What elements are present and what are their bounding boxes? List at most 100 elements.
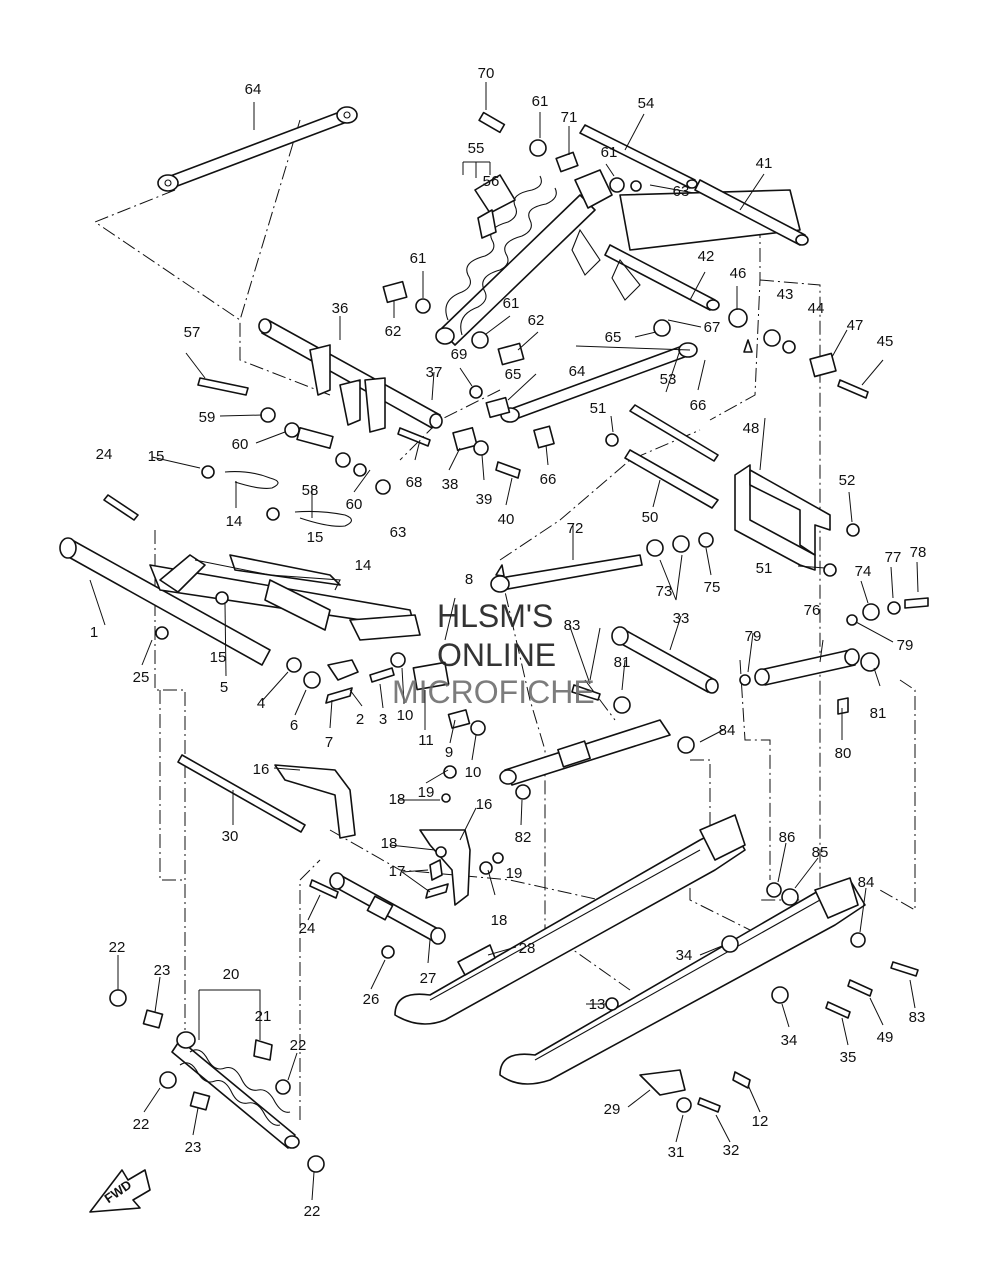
callout-63: 63 xyxy=(390,524,407,541)
callout-84: 84 xyxy=(858,874,875,891)
callout-35: 35 xyxy=(840,1049,857,1066)
callout-62: 62 xyxy=(528,312,545,329)
callout-23: 23 xyxy=(154,962,171,979)
callout-15: 15 xyxy=(148,448,165,465)
callout-42: 42 xyxy=(698,248,715,265)
callout-68: 68 xyxy=(406,474,423,491)
callout-15: 15 xyxy=(307,529,324,546)
part-20-rear-shock-absorber xyxy=(171,1031,300,1149)
part-56-spring-seat xyxy=(477,209,497,239)
callout-52: 52 xyxy=(839,472,856,489)
callout-61: 61 xyxy=(410,250,427,267)
callout-76: 76 xyxy=(804,602,821,619)
callout-65: 65 xyxy=(505,366,522,383)
forward-arrow-icon: FWD xyxy=(89,1169,151,1213)
callout-51: 51 xyxy=(756,560,773,577)
callout-79: 79 xyxy=(897,637,914,654)
arrow-head-marker xyxy=(495,564,505,577)
part-50-shaft xyxy=(624,449,719,509)
callout-66: 66 xyxy=(690,397,707,414)
callout-66: 66 xyxy=(540,471,557,488)
callout-83: 83 xyxy=(564,617,581,634)
watermark-line-3: MICROFICHE xyxy=(392,674,595,710)
callout-54: 54 xyxy=(638,95,655,112)
callout-74: 74 xyxy=(855,563,872,580)
callout-63: 63 xyxy=(673,183,690,200)
callout-49: 49 xyxy=(877,1029,894,1046)
callout-2: 2 xyxy=(356,711,364,728)
arrow-head-marker xyxy=(743,339,753,353)
callout-73: 73 xyxy=(656,583,673,600)
part-72-rod xyxy=(490,554,643,593)
callout-5: 5 xyxy=(220,679,228,696)
callout-9: 9 xyxy=(445,744,453,761)
callout-31: 31 xyxy=(668,1144,685,1161)
callout-29: 29 xyxy=(604,1101,621,1118)
callout-32: 32 xyxy=(723,1142,740,1159)
callout-60: 60 xyxy=(346,496,363,513)
callout-46: 46 xyxy=(730,265,747,282)
callout-81: 81 xyxy=(614,654,631,671)
callout-22: 22 xyxy=(133,1116,150,1133)
part-27-rear-arm xyxy=(329,872,446,945)
part-16-bracket-left xyxy=(274,764,356,839)
callout-85: 85 xyxy=(812,844,829,861)
watermark-line-1: HLSM'S xyxy=(437,598,553,634)
callout-51: 51 xyxy=(590,400,607,417)
watermark: HLSM'S ONLINE MICROFICHE xyxy=(392,598,595,710)
callout-47: 47 xyxy=(847,317,864,334)
part-33-shaft xyxy=(611,626,719,694)
callout-4: 4 xyxy=(257,695,265,712)
callout-79: 79 xyxy=(745,628,762,645)
callout-78: 78 xyxy=(910,544,927,561)
callout-44: 44 xyxy=(808,300,825,317)
callout-16: 16 xyxy=(476,796,493,813)
callout-24: 24 xyxy=(96,446,113,463)
callout-43: 43 xyxy=(777,286,794,303)
callout-34: 34 xyxy=(676,947,693,964)
callout-3: 3 xyxy=(379,711,387,728)
part-tension-adjuster xyxy=(499,719,671,786)
callout-64: 64 xyxy=(245,81,262,98)
callout-12: 12 xyxy=(752,1113,769,1130)
part-16-bracket-right xyxy=(419,829,471,906)
callout-86: 86 xyxy=(779,829,796,846)
callout-13: 13 xyxy=(589,996,606,1013)
callout-7: 7 xyxy=(325,734,333,751)
part-36-front-arm xyxy=(258,318,443,433)
part-76-link xyxy=(754,648,860,686)
callout-22: 22 xyxy=(304,1203,321,1220)
callout-64: 64 xyxy=(569,363,586,380)
part-53-bolt xyxy=(629,404,719,462)
watermark-line-2: ONLINE xyxy=(437,637,556,673)
callout-19: 19 xyxy=(506,865,523,882)
callout-65: 65 xyxy=(605,329,622,346)
callout-18: 18 xyxy=(381,835,398,852)
callout-6: 6 xyxy=(290,717,298,734)
callout-20: 20 xyxy=(223,966,240,983)
callout-75: 75 xyxy=(704,579,721,596)
callout-22: 22 xyxy=(109,939,126,956)
callout-38: 38 xyxy=(442,476,459,493)
callout-55: 55 xyxy=(468,140,485,157)
part-41-rear-arm-upper xyxy=(571,179,809,311)
part-slide-rail-right xyxy=(499,877,866,1085)
small-hardware xyxy=(103,111,929,1173)
callout-14: 14 xyxy=(355,557,372,574)
callout-70: 70 xyxy=(478,65,495,82)
callout-18: 18 xyxy=(389,791,406,808)
callout-77: 77 xyxy=(885,549,902,566)
part-slide-rail-left xyxy=(394,814,746,1025)
callout-81: 81 xyxy=(870,705,887,722)
callout-40: 40 xyxy=(498,511,515,528)
callout-leader-lines xyxy=(89,82,919,1201)
callout-19: 19 xyxy=(418,784,435,801)
callout-82: 82 xyxy=(515,829,532,846)
callout-69: 69 xyxy=(451,346,468,363)
part-54-shaft xyxy=(579,124,698,189)
callout-61: 61 xyxy=(532,93,549,110)
callout-27: 27 xyxy=(420,970,437,987)
callout-53: 53 xyxy=(660,371,677,388)
callout-23: 23 xyxy=(185,1139,202,1156)
